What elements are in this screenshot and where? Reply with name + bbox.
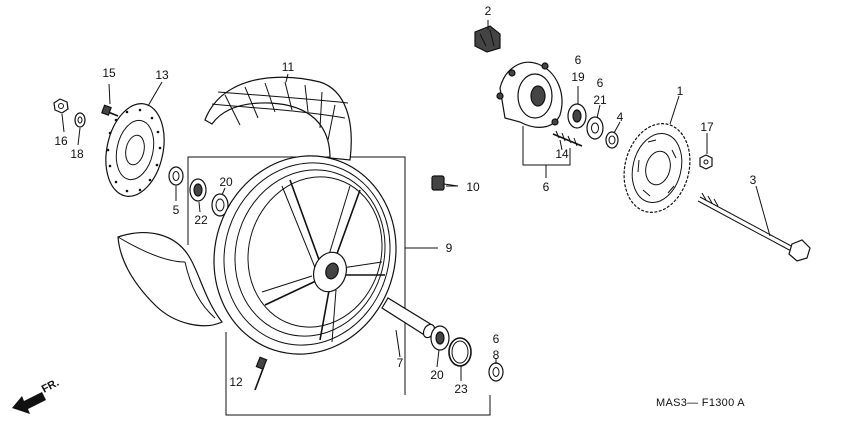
callout-19: 19 bbox=[571, 70, 585, 84]
bearing-left-22 bbox=[189, 178, 207, 202]
leader-lines bbox=[61, 20, 771, 381]
callout-7: 7 bbox=[397, 356, 404, 370]
callout-2: 2 bbox=[485, 4, 492, 18]
callout-21: 21 bbox=[593, 93, 607, 107]
brake-disc bbox=[105, 103, 165, 197]
callout-22: 22 bbox=[194, 213, 208, 227]
tire-valve bbox=[254, 356, 268, 391]
callout-6: 6 bbox=[493, 332, 500, 346]
callout-17: 17 bbox=[700, 120, 714, 134]
callout-23: 23 bbox=[454, 382, 468, 396]
hugger-fender bbox=[204, 76, 352, 161]
bearing-right-20 bbox=[430, 325, 450, 351]
bearing-19 bbox=[567, 103, 587, 129]
callout-20: 20 bbox=[430, 368, 444, 382]
disc-bolt bbox=[101, 104, 119, 117]
side-collar-right bbox=[488, 362, 504, 382]
rear-wheel bbox=[213, 155, 397, 355]
callout-5: 5 bbox=[173, 203, 180, 217]
callout-12: 12 bbox=[229, 375, 243, 389]
collar-4 bbox=[605, 131, 619, 149]
o-ring-23 bbox=[448, 337, 472, 367]
callout-6: 6 bbox=[597, 76, 604, 90]
front-direction-arrow bbox=[12, 392, 46, 414]
oil-seal-21 bbox=[586, 116, 604, 140]
rear-fender bbox=[117, 232, 223, 327]
damper-rubber bbox=[474, 25, 501, 53]
side-collar bbox=[168, 166, 184, 186]
callout-6: 6 bbox=[575, 53, 582, 67]
callout-20: 20 bbox=[219, 175, 233, 189]
callout-4: 4 bbox=[617, 110, 624, 124]
flange-stud-14 bbox=[552, 130, 583, 147]
callout-15: 15 bbox=[102, 66, 116, 80]
callout-1: 1 bbox=[677, 84, 684, 98]
callout-18: 18 bbox=[70, 147, 84, 161]
callout-11: 11 bbox=[282, 60, 295, 74]
disc-washer bbox=[74, 112, 86, 128]
axle-spacer bbox=[381, 297, 436, 339]
driven-flange bbox=[496, 61, 563, 128]
callout-10: 10 bbox=[466, 180, 480, 194]
callout-3: 3 bbox=[750, 173, 757, 187]
callout-13: 13 bbox=[155, 68, 169, 82]
front-direction-label: FR. bbox=[40, 377, 61, 396]
diagram-code: MAS3— F1300 A bbox=[656, 397, 745, 409]
balance-weight bbox=[431, 175, 459, 191]
driven-sprocket bbox=[623, 123, 691, 213]
sprocket-nut bbox=[699, 154, 713, 170]
wheel-bracket-bottom bbox=[225, 332, 491, 416]
callout-8: 8 bbox=[493, 348, 500, 362]
callout-14: 14 bbox=[555, 147, 569, 161]
callout-9: 9 bbox=[446, 241, 453, 255]
rear-axle bbox=[697, 192, 811, 262]
disc-nut bbox=[53, 98, 69, 114]
oil-seal-left-20 bbox=[211, 193, 229, 217]
callout-16: 16 bbox=[54, 134, 68, 148]
callout-6: 6 bbox=[543, 180, 550, 194]
